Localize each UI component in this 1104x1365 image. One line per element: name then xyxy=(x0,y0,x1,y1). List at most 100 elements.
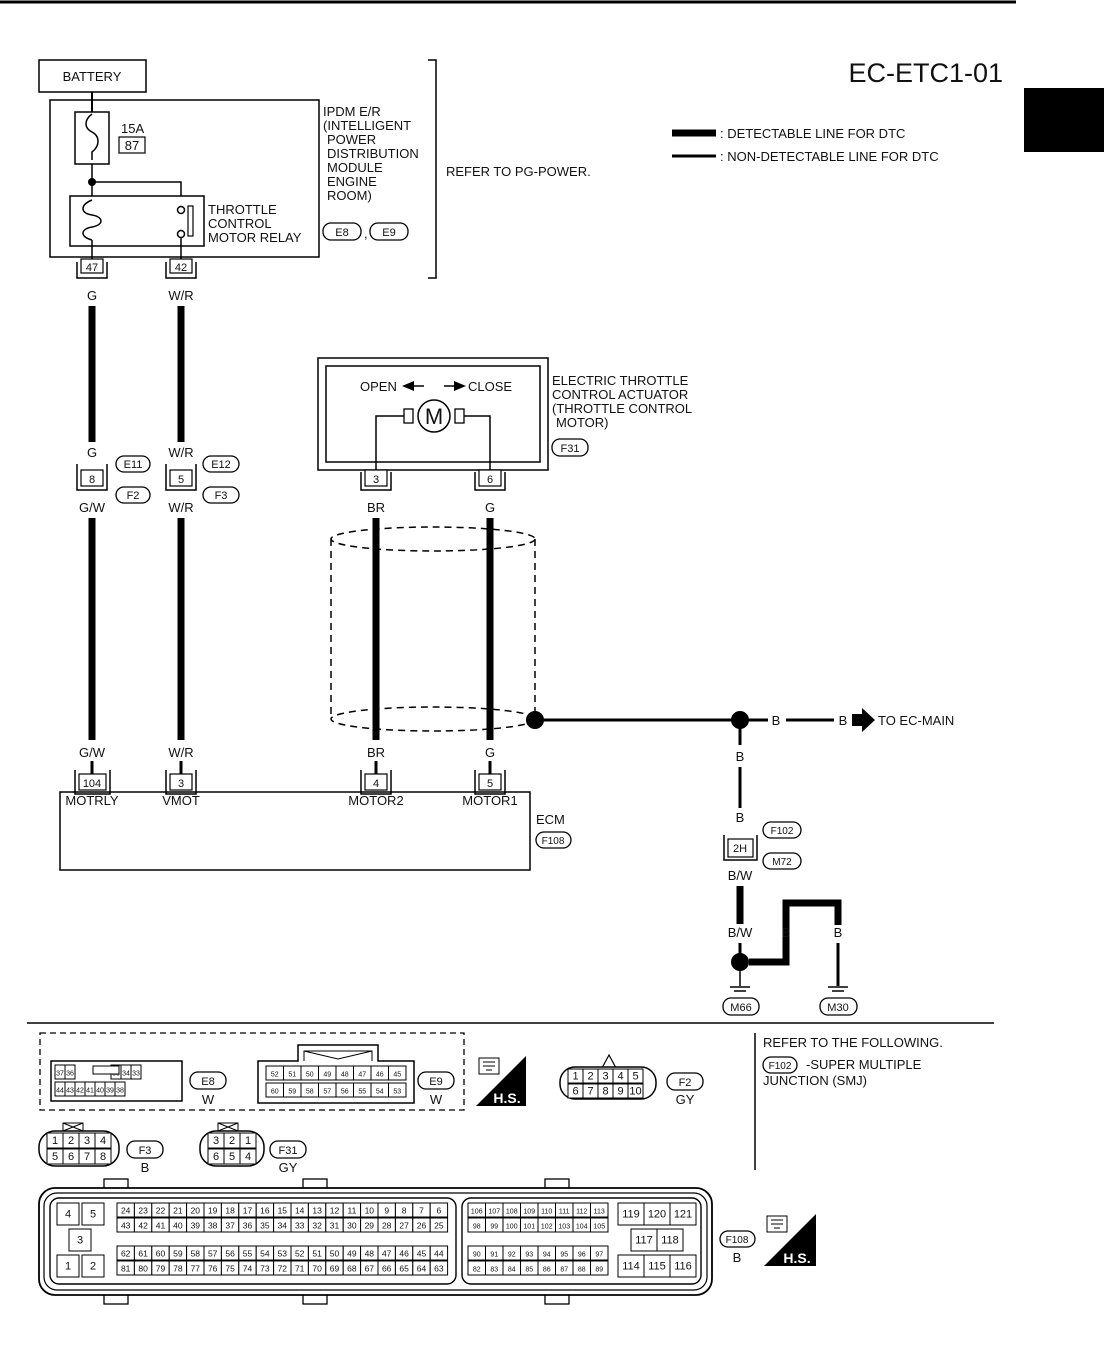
f3-face-label: F3 xyxy=(139,1145,152,1157)
open-label: OPEN xyxy=(360,379,397,394)
svg-text:2H: 2H xyxy=(733,843,747,855)
wire-color-g-top: G xyxy=(87,288,97,303)
f108-pin-number: 77 xyxy=(191,1264,201,1274)
e8-pin-cell xyxy=(64,1064,76,1080)
f108-pin-number: 117 xyxy=(635,1235,653,1247)
e8-face-color: W xyxy=(202,1092,215,1107)
f108-pin-number: 64 xyxy=(417,1264,427,1274)
f3-pin-number: 8 xyxy=(100,1151,106,1163)
refer-f102: F102 xyxy=(769,1061,792,1072)
f108-pin-number: 88 xyxy=(578,1267,586,1274)
f108-pin-number: 52 xyxy=(295,1249,305,1259)
e8-pin-number: 44 xyxy=(56,1088,64,1095)
harness-side-icon-2: H.S. xyxy=(764,1214,816,1266)
f108-pin-number: 101 xyxy=(523,1224,535,1231)
hs-label-2: H.S. xyxy=(783,1250,810,1266)
e8-pin-number: 41 xyxy=(86,1088,94,1095)
e9-pin-number: 54 xyxy=(376,1089,384,1096)
svg-text:104: 104 xyxy=(83,778,101,790)
f108-pin-number: 102 xyxy=(541,1224,553,1231)
f108-pin-cell xyxy=(56,1202,80,1226)
e8-face-label: E8 xyxy=(201,1076,214,1088)
f108-pin-number: 74 xyxy=(243,1264,253,1274)
f108-pin-number: 6 xyxy=(437,1206,442,1216)
e8-pin-number: 40 xyxy=(96,1088,104,1095)
ground-m66: M66 xyxy=(730,1002,751,1014)
f108-pin-number: 55 xyxy=(243,1249,253,1259)
throttle-motor-relay xyxy=(69,195,205,247)
f108-pin-number: 23 xyxy=(138,1206,148,1216)
f108-pin-number: 99 xyxy=(490,1224,498,1231)
ipdm-box xyxy=(49,99,320,258)
f2-face-label: F2 xyxy=(679,1077,692,1089)
connector-f102: F102 xyxy=(771,826,794,837)
ground-m30: M30 xyxy=(827,1002,848,1014)
relay-switch xyxy=(187,205,194,237)
f108-pin-number: 91 xyxy=(490,1252,498,1259)
f108-pin-number: 40 xyxy=(173,1221,183,1231)
fuse-amp: 15A xyxy=(121,121,144,136)
ground-m66-splice xyxy=(731,953,749,971)
svg-text:G/W: G/W xyxy=(79,500,106,515)
f108-pin-number: 25 xyxy=(434,1221,444,1231)
f2-face-color: GY xyxy=(676,1092,695,1107)
f108-pin-number: 54 xyxy=(260,1249,270,1259)
svg-text:G: G xyxy=(485,745,495,760)
e9-pin-number: 45 xyxy=(393,1072,401,1079)
ecm-pin-104 xyxy=(78,773,107,791)
f108-pin-number: 80 xyxy=(138,1264,148,1274)
svg-text:B: B xyxy=(772,713,781,728)
f108-pin-number: 3 xyxy=(77,1235,83,1247)
fuse-symbol xyxy=(85,113,99,160)
f108-pin-number: 92 xyxy=(508,1252,516,1259)
f108-pin-number: 2 xyxy=(90,1261,96,1273)
f108-pin-number: 5 xyxy=(90,1209,96,1221)
f108-pin-number: 18 xyxy=(225,1206,235,1216)
f108-pin-number: 47 xyxy=(382,1249,392,1259)
f108-pin-number: 65 xyxy=(399,1264,409,1274)
svg-text:W/R: W/R xyxy=(168,745,193,760)
e9-pin-number: 58 xyxy=(306,1089,314,1096)
f108-pin-number: 33 xyxy=(295,1221,305,1231)
ipdm-pin-42 xyxy=(169,258,193,274)
f108-pin-number: 51 xyxy=(312,1249,322,1259)
f108-pin-number: 30 xyxy=(347,1221,357,1231)
f31-pin-number: 2 xyxy=(229,1135,235,1147)
f108-pin-number: 48 xyxy=(365,1249,375,1259)
f108-pin-number: 110 xyxy=(541,1209,552,1216)
page-code: EC-ETC1-01 xyxy=(848,58,1003,88)
refer-following: REFER TO THE FOLLOWING. xyxy=(763,1035,943,1050)
svg-text:W/R: W/R xyxy=(168,445,193,460)
f108-pin-number: 111 xyxy=(559,1209,570,1216)
f2-pin-cell xyxy=(627,1083,644,1099)
f108-pin-number: 50 xyxy=(330,1249,340,1259)
f108-pin-cell xyxy=(590,1202,609,1218)
f108-pin-number: 112 xyxy=(576,1209,587,1216)
svg-text:G/W: G/W xyxy=(79,745,106,760)
f31-pin-number: 6 xyxy=(213,1151,219,1163)
harness-side-icon: H.S. xyxy=(476,1056,526,1106)
f108-pin-number: 43 xyxy=(121,1221,131,1231)
svg-text:B/W: B/W xyxy=(728,925,753,940)
e8-pin-number: 33 xyxy=(132,1071,140,1078)
f108-pin-number: 70 xyxy=(312,1264,322,1274)
e8-pin-number: 34 xyxy=(122,1071,130,1078)
ecm-pin-name-vmot: VMOT xyxy=(162,793,200,808)
f108-pin-number: 86 xyxy=(543,1267,551,1274)
f108-pin-number: 46 xyxy=(399,1249,409,1259)
ecm-pin-name-motor2: MOTOR2 xyxy=(348,793,403,808)
f2-pin-number: 10 xyxy=(629,1086,641,1098)
e9-pin-number: 49 xyxy=(323,1072,331,1079)
f108-pin-number: 27 xyxy=(399,1221,409,1231)
f108-pin-number: 14 xyxy=(295,1206,305,1216)
motor-symbol xyxy=(417,399,451,433)
connector-e12-tag xyxy=(202,455,240,473)
f108-pin-cell xyxy=(669,1202,697,1226)
e9-pin-number: 47 xyxy=(358,1072,366,1079)
ipdm-name-5: MODULE xyxy=(327,160,383,175)
f108-pin-number: 83 xyxy=(490,1267,498,1274)
